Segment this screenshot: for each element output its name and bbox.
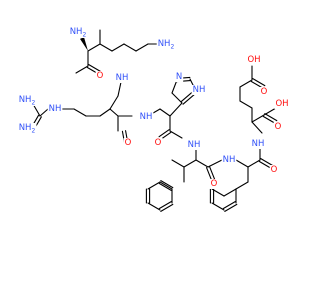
lys-alpha-amine-label-backing bbox=[68, 27, 88, 38]
arg-guanidine-nh-label: NH bbox=[49, 104, 62, 114]
arg-amide-bond bbox=[109, 108, 119, 117]
phe-phe-amide-nh-label-backing bbox=[221, 155, 237, 165]
lys-carbonyl-o-label: O bbox=[97, 71, 104, 81]
glu-alpha-oh-label-backing bbox=[274, 99, 290, 109]
arg-his-amide-nh-label: NH bbox=[140, 112, 153, 122]
lys-carbonyl-o-label-backing bbox=[95, 71, 105, 81]
lys-arg-amide-nh-label: NH bbox=[116, 73, 129, 83]
phe2-carbonyl-o-label: O bbox=[271, 165, 278, 175]
phe1-side-bond bbox=[171, 159, 185, 168]
phe-phe-amide-nh-label: NH bbox=[223, 155, 236, 165]
arg-guanidine-nh-label-backing bbox=[47, 104, 63, 114]
lys-carbonyl-double-bond bbox=[88, 64, 102, 73]
phe2-carbonyl-double-bond bbox=[258, 160, 272, 169]
his-ring-n-label: N bbox=[176, 72, 182, 82]
phe2-ring-bond bbox=[211, 202, 225, 211]
bond-layer bbox=[31, 29, 278, 212]
phe1-side-bond bbox=[183, 159, 197, 168]
phe1-c-bond bbox=[207, 159, 223, 168]
lys-arg-amide-nh-label-backing bbox=[114, 73, 130, 83]
arg-guanidine-nh2-top-label: NH2 bbox=[19, 95, 36, 106]
phe1-ring-bond bbox=[147, 181, 161, 190]
arg-guanidine-nh2-top-label-backing bbox=[17, 95, 37, 106]
phe2-carbonyl-double-bond bbox=[260, 158, 274, 167]
phe1-carbonyl-o-label-backing bbox=[209, 179, 219, 189]
glu-alpha-carbonyl-o-label-backing bbox=[273, 122, 283, 132]
phe2-carbonyl-o-label-backing bbox=[269, 165, 279, 175]
his-phe-amide-nh-label: NH bbox=[188, 140, 201, 150]
arg-side-bond bbox=[99, 108, 111, 117]
glu-side-carbonyl-o-label-backing bbox=[259, 87, 269, 97]
phe1-carbonyl-double-bond bbox=[208, 165, 217, 182]
phe1-ring-bond bbox=[159, 181, 173, 190]
his-ring-nh-label: NH bbox=[193, 85, 206, 95]
arg-alpha-bond bbox=[109, 95, 119, 110]
arg-alpha-n-bond bbox=[117, 81, 122, 97]
his-ring-nh-label-backing bbox=[191, 85, 207, 95]
arg-carbonyl-o-label: O bbox=[125, 138, 132, 148]
phe1-carbonyl-bond bbox=[195, 159, 209, 168]
his-carbonyl-o-label: O bbox=[155, 138, 162, 148]
phe2-ring-double-bond bbox=[224, 203, 238, 212]
phe1-ring-double-bond bbox=[158, 201, 172, 210]
phe-glu-amide-nh-label-backing bbox=[250, 139, 266, 149]
lys-chain-bond bbox=[99, 43, 113, 52]
phe1-ring-bond bbox=[147, 202, 161, 211]
glu-alpha-carbonyl-o-label: O bbox=[275, 122, 282, 132]
lys-chain-bond bbox=[135, 43, 149, 52]
lys-chain-bond bbox=[87, 43, 101, 52]
phe2-carbonyl-bond bbox=[247, 159, 261, 168]
lys-chain-bond bbox=[123, 43, 137, 52]
glu-alpha-carbonyl-double-bond bbox=[264, 113, 278, 122]
glu-side-carbonyl-double-bond bbox=[252, 78, 266, 87]
arg-guanidine-nh2-bottom-label-backing bbox=[17, 123, 37, 134]
lys-carbonyl-bond bbox=[75, 65, 89, 74]
phe-glu-amide-nh-label: NH bbox=[252, 139, 265, 149]
his-ring-bond bbox=[171, 92, 183, 104]
glu-alpha-oh-bond bbox=[263, 107, 277, 116]
arg-his-amide-nh-label-backing bbox=[138, 112, 154, 122]
arg-carbonyl-o-label-backing bbox=[123, 138, 133, 148]
arg-guanidine-bond bbox=[39, 108, 49, 117]
arg-side-bond bbox=[73, 108, 87, 117]
his-c-bond bbox=[169, 130, 183, 139]
glu-alpha-oh-label: OH bbox=[275, 99, 288, 109]
glu-side-oh-label-backing bbox=[246, 55, 262, 65]
his-side-bond bbox=[169, 102, 183, 117]
lys-epsilon-amine-label: NH2 bbox=[158, 39, 175, 50]
phe1-ring-inner bbox=[160, 180, 174, 189]
phe2-benzyl-bond bbox=[235, 181, 249, 190]
glu-alpha-carbonyl-double-bond bbox=[262, 115, 276, 124]
lys-epsilon-amine-label-backing bbox=[156, 39, 176, 50]
arg-guanidine-nh2-bottom-label: NH2 bbox=[19, 123, 36, 134]
phe1-carbonyl-o-label: O bbox=[211, 179, 218, 189]
his-ring-n-label-backing bbox=[174, 72, 184, 82]
his-phe-amide-nh-label-backing bbox=[186, 140, 202, 150]
phe1-ring-inner bbox=[158, 182, 172, 191]
glu-side-bond bbox=[239, 79, 253, 88]
phe1-ring-double-bond bbox=[160, 203, 174, 212]
glu-alpha-bond bbox=[251, 121, 263, 134]
phe2-chain-bond bbox=[235, 159, 249, 168]
phe2-ring-double-bond bbox=[222, 201, 236, 210]
lys-chain-bond bbox=[111, 43, 125, 52]
his-carbonyl-o-label-backing bbox=[153, 138, 163, 148]
glu-side-oh-label: OH bbox=[247, 55, 260, 65]
glu-side-carbonyl-o-label: O bbox=[261, 87, 268, 97]
phe2-ring-bond bbox=[223, 188, 237, 197]
his-carbonyl-double-bond bbox=[158, 129, 170, 138]
glu-side-bond bbox=[239, 100, 253, 109]
glu-alpha-carbonyl-bond bbox=[251, 114, 265, 123]
lys-alpha-amine-label: NH2 bbox=[70, 27, 87, 38]
his-ring-bond bbox=[171, 79, 178, 94]
lys-alpha-amine-wedge bbox=[80, 37, 88, 51]
his-chain-bond bbox=[159, 108, 171, 117]
